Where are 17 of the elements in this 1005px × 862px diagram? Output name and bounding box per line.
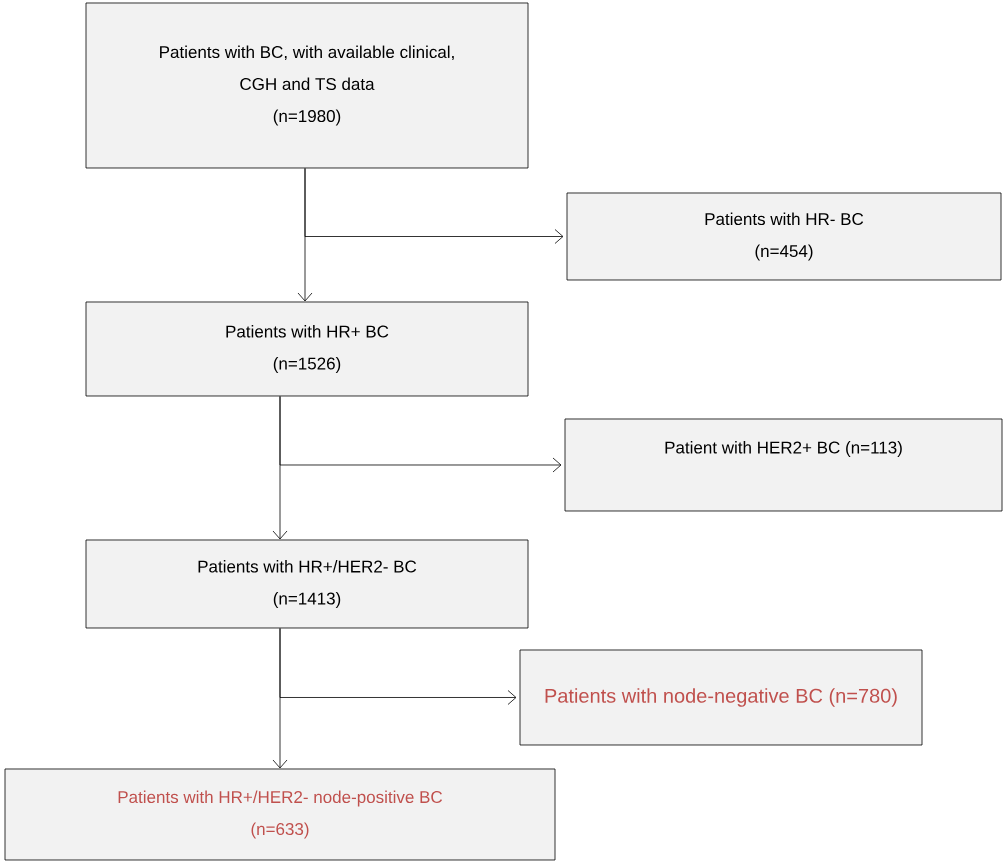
box-text: Patients with BC, with available clinical, CGH and TS data (n=1980) (160, 45, 454, 126)
process-box (564, 418, 1003, 512)
box-text: Patients with HR+ BC (n=1526) (226, 325, 389, 373)
process-box (519, 649, 923, 746)
process-box (85, 539, 529, 629)
box-text: Patients with HR+/HER2- node-positive BC (n=633) (118, 790, 443, 839)
box-text: Patients with HR- BC (n=454) (705, 212, 864, 261)
arrow (304, 168, 564, 244)
arrow (279, 628, 517, 705)
process-box (85, 301, 529, 397)
box-text: Patients with node-negative BC (n=780) (545, 688, 897, 707)
process-box (4, 768, 556, 861)
box-text: Patient with HER2+ BC (n=113) (665, 441, 902, 457)
process-box (566, 192, 1002, 281)
arrow (279, 396, 562, 473)
process-box (85, 2, 529, 169)
box-text: Patients with HR+/HER2- BC (n=1413) (198, 560, 417, 608)
